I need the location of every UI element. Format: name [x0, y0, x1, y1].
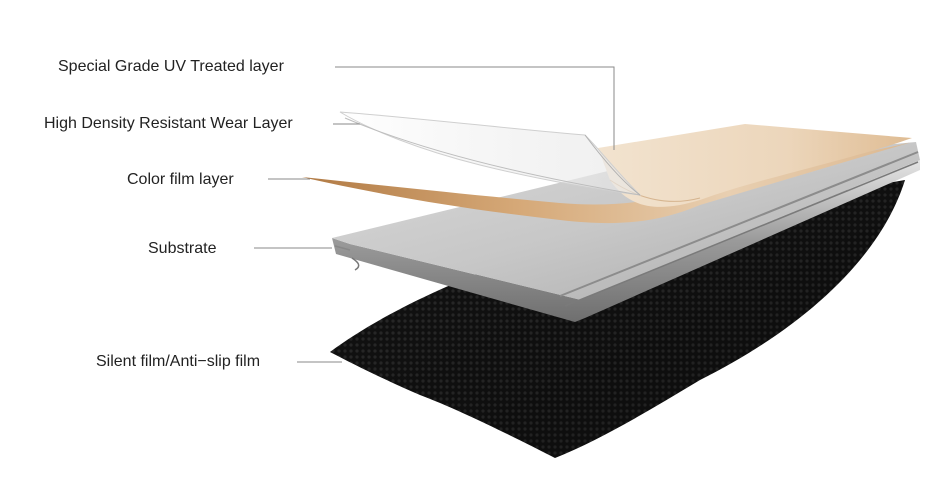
- wear-uv-layer: [340, 112, 640, 195]
